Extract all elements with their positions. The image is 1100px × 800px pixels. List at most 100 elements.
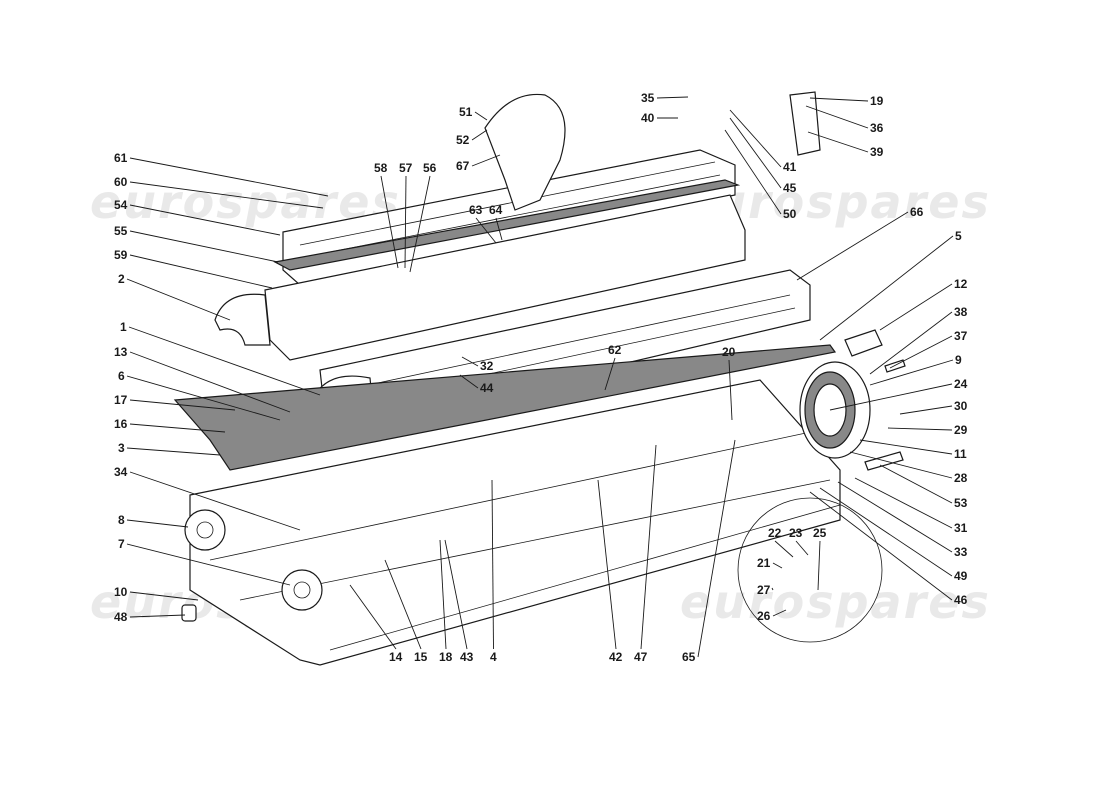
callout-label-57: 57 (399, 161, 413, 175)
callout-label-50: 50 (783, 207, 797, 221)
leader-line (475, 217, 497, 244)
callout-label-44: 44 (480, 381, 494, 395)
callout-label-54: 54 (114, 198, 128, 212)
callout-label-36: 36 (870, 121, 884, 135)
leader-line (129, 351, 291, 413)
callout-label-3: 3 (118, 441, 125, 455)
callout-label-37: 37 (954, 329, 968, 343)
leader-line (837, 481, 953, 553)
callout-label-30: 30 (954, 399, 968, 413)
callout-label-61: 61 (114, 151, 128, 165)
callout-label-6: 6 (118, 369, 125, 383)
callout-label-63: 63 (469, 203, 483, 217)
leader-line (729, 109, 782, 168)
callout-label-45: 45 (783, 181, 797, 195)
callout-label-18: 18 (439, 650, 453, 664)
leader-line (128, 326, 321, 396)
callout-label-40: 40 (641, 111, 655, 125)
leader-line (795, 540, 809, 556)
leader-line (126, 519, 189, 528)
callout-label-66: 66 (910, 205, 924, 219)
leader-line (640, 444, 657, 650)
detail-inset-circle (737, 497, 883, 643)
leader-line (495, 217, 503, 241)
leader-line (869, 359, 954, 386)
callout-label-26: 26 (757, 609, 771, 623)
plug-48 (181, 604, 197, 622)
leader-line (459, 374, 479, 389)
leader-line (809, 97, 869, 102)
leader-line (129, 591, 199, 601)
callout-label-56: 56 (423, 161, 437, 175)
leader-line (471, 129, 488, 141)
callout-label-39: 39 (870, 145, 884, 159)
callout-label-42: 42 (609, 650, 623, 664)
leader-line (697, 439, 736, 658)
leader-line (809, 491, 953, 601)
callout-label-38: 38 (954, 305, 968, 319)
callout-label-53: 53 (954, 496, 968, 510)
leader-line (854, 477, 953, 529)
leader-line (129, 423, 226, 433)
leader-line (474, 111, 488, 121)
callout-label-31: 31 (954, 521, 968, 535)
leader-line (384, 559, 422, 650)
leader-line (772, 562, 783, 569)
cam-cover-upper (282, 93, 736, 286)
leader-line (819, 487, 953, 577)
callout-label-1: 1 (120, 320, 127, 334)
leader-line (729, 117, 782, 189)
callout-label-60: 60 (114, 175, 128, 189)
leader-line (728, 359, 733, 421)
spacer-39 (789, 91, 821, 156)
leader-line (774, 540, 794, 558)
leader-line (129, 471, 301, 531)
leader-line (129, 399, 236, 411)
leader-line (404, 175, 407, 269)
leader-line (126, 543, 291, 586)
callout-label-35: 35 (641, 91, 655, 105)
callout-label-23: 23 (789, 526, 803, 540)
leader-line (604, 357, 616, 391)
leader-line (879, 283, 953, 331)
callout-label-64: 64 (489, 203, 503, 217)
leader-line (439, 539, 447, 650)
leader-line (444, 539, 468, 650)
leader-line (805, 105, 869, 129)
leader-line (869, 311, 953, 375)
leader-line (129, 181, 324, 209)
callout-label-58: 58 (374, 161, 388, 175)
leader-line (656, 96, 689, 99)
leader-line (899, 405, 953, 415)
callout-label-65: 65 (682, 650, 696, 664)
leader-line (129, 254, 273, 289)
callout-label-15: 15 (414, 650, 428, 664)
callout-label-32: 32 (480, 359, 494, 373)
leader-line (380, 175, 399, 269)
callout-label-12: 12 (954, 277, 968, 291)
callout-label-9: 9 (955, 353, 962, 367)
leader-line (887, 427, 953, 431)
cam-cover-gasket-lower (173, 344, 837, 471)
callout-label-67: 67 (456, 159, 470, 173)
callout-label-55: 55 (114, 224, 128, 238)
leader-line (849, 451, 953, 479)
leader-line (807, 131, 869, 153)
callout-label-25: 25 (813, 526, 827, 540)
leader-line (126, 278, 231, 321)
callout-label-48: 48 (114, 610, 128, 624)
callout-label-11: 11 (954, 447, 967, 461)
callout-label-21: 21 (757, 556, 771, 570)
leader-line (409, 175, 431, 273)
leader-line (471, 154, 501, 167)
callout-label-8: 8 (118, 513, 125, 527)
callout-label-27: 27 (757, 583, 771, 597)
callout-label-62: 62 (608, 343, 622, 357)
leader-line (491, 479, 494, 650)
camshaft-flange-rear (184, 509, 226, 551)
leader-line (597, 479, 617, 650)
callout-label-29: 29 (954, 423, 968, 437)
callout-label-34: 34 (114, 465, 128, 479)
cam-carrier-upper (214, 194, 746, 361)
